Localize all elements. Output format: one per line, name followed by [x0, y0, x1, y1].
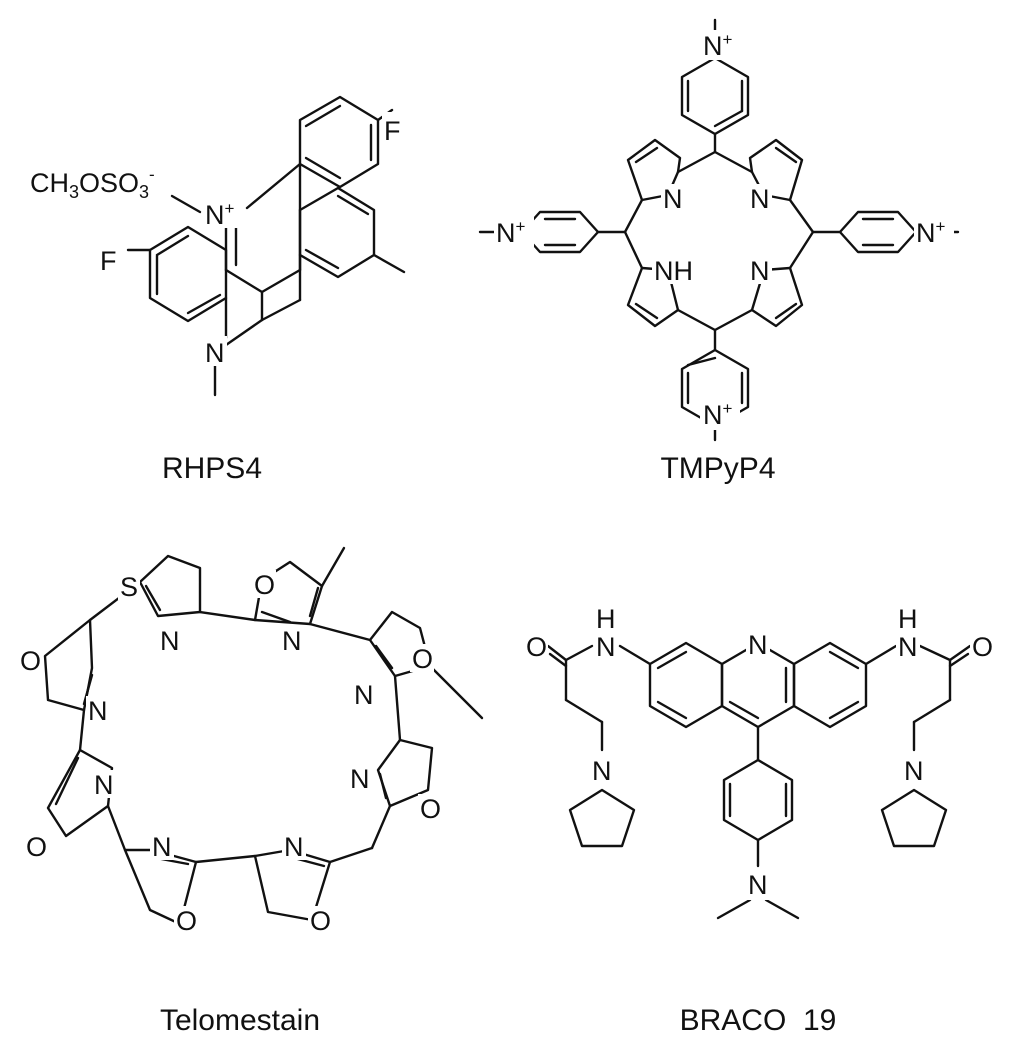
- telomestain-structure: [43, 546, 484, 926]
- telomestain-o-3: O: [20, 646, 41, 676]
- braco19-atom-labels: H N O N H N O N N N: [524, 604, 994, 900]
- telomestain-sulfur: S: [120, 572, 138, 602]
- tmpyp4-structure: [478, 18, 960, 442]
- rhps4-fluorine-top: F: [384, 116, 401, 146]
- braco19-amide-n-right: N: [898, 632, 918, 662]
- rhps4-atom-labels: CH3OSO3- N+ F F N: [28, 112, 404, 368]
- tmpyp4-pyrrole-n-bottom-right: N: [750, 256, 770, 286]
- telomestain-o-5: O: [420, 794, 441, 824]
- rhps4-fluorine-left: F: [100, 246, 117, 276]
- telomestain-o-1: O: [254, 570, 275, 600]
- braco19-amide-n-left: N: [596, 632, 616, 662]
- telomestain-n-4: N: [94, 770, 114, 800]
- rhps4-nitrogen-ring: N: [205, 338, 225, 368]
- telomestain-n-1: N: [282, 626, 302, 656]
- braco19-amide-h-left: H: [596, 604, 616, 634]
- rhps4-counterion-label: CH3OSO3-: [30, 165, 155, 202]
- telomestain-o-6: O: [176, 906, 197, 936]
- telomestain-n-7: N: [284, 832, 304, 862]
- braco19-pyrrolidine-n-right: N: [904, 756, 924, 786]
- tmpyp4-pyrrole-nh: NH: [654, 256, 693, 286]
- rhps4-name-label: RHPS4: [162, 452, 262, 485]
- braco19-structure: [546, 641, 972, 920]
- telomestain-o-4: O: [26, 832, 47, 862]
- tmpyp4-name-label: TMPyP4: [660, 452, 775, 485]
- braco19-amide-h-right: H: [898, 604, 918, 634]
- braco19-acridine-n: N: [748, 630, 768, 660]
- braco19-carbonyl-o-left: O: [526, 632, 547, 662]
- telomestain-n-thiazoline: N: [160, 626, 180, 656]
- telomestain-n-6: N: [152, 832, 172, 862]
- telomestain-n-2: N: [354, 680, 374, 710]
- braco19-pyrrolidine-n-left: N: [592, 756, 612, 786]
- telomestain-name-label: Telomestain: [160, 1004, 320, 1037]
- braco19-carbonyl-o-right: O: [972, 632, 993, 662]
- braco19-dimethylamino-n: N: [748, 870, 768, 900]
- braco19-name-label: BRACO 19: [680, 1004, 837, 1037]
- telomestain-o-2: O: [412, 644, 433, 674]
- telomestain-n-3: N: [88, 696, 108, 726]
- tmpyp4-pyrrole-n-top-left: N: [663, 184, 683, 214]
- telomestain-n-5: N: [350, 764, 370, 794]
- rhps4-structure: [126, 95, 406, 397]
- tmpyp4-atom-labels: N+ N+ N+ N+ N N NH N: [494, 30, 954, 430]
- tmpyp4-pyrrole-n-top-right: N: [750, 184, 770, 214]
- telomestain-o-7: O: [310, 906, 331, 936]
- telomestain-atom-labels: S N O N O N O N N O N O N O N O: [18, 570, 442, 936]
